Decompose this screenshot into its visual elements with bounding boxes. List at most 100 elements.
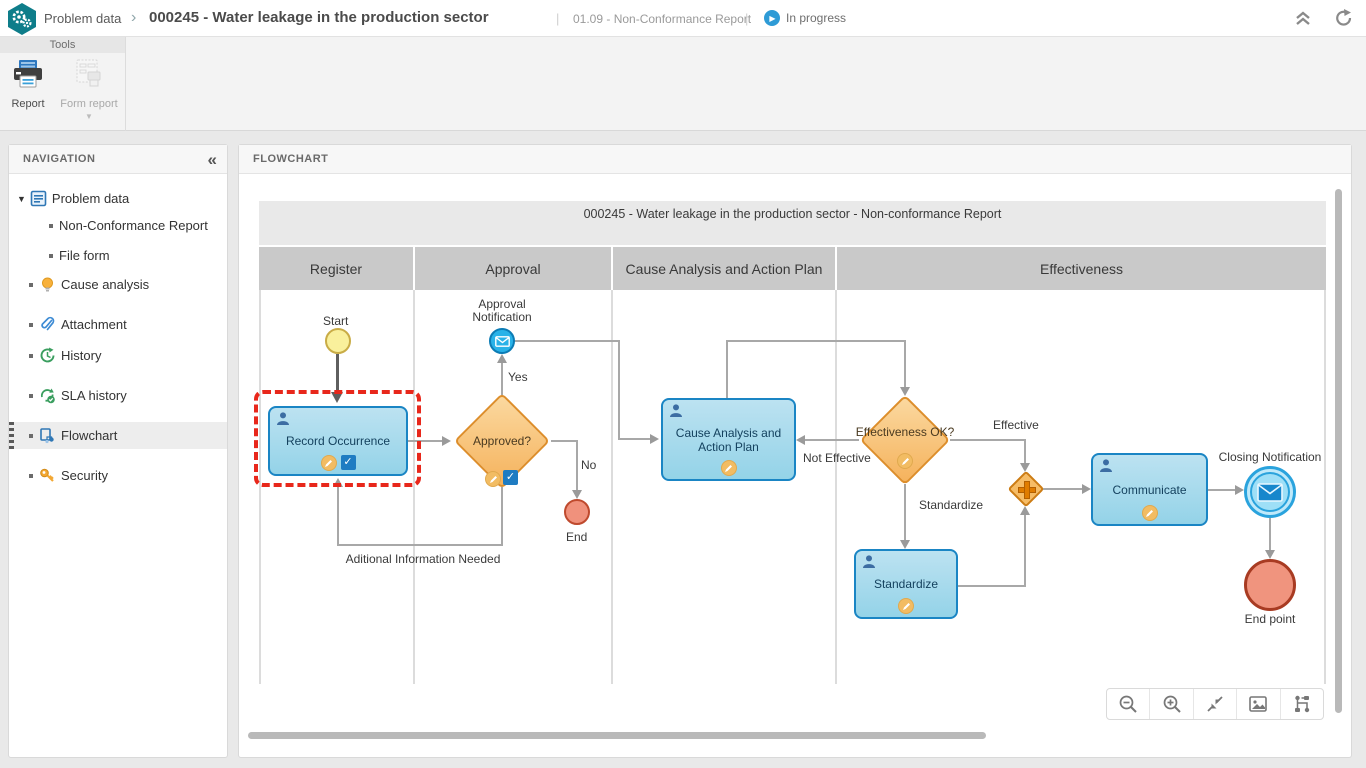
flowchart-panel: FLOWCHART 000245 - Water leakage in the …	[238, 144, 1352, 758]
arrowhead	[1082, 484, 1091, 494]
effective-label: Effective	[993, 418, 1039, 432]
lane-divider	[611, 290, 613, 684]
nav-collapse-icon[interactable]: «	[207, 150, 218, 169]
task-label: Communicate	[1112, 482, 1187, 497]
process-label: 01.09 - Non-Conformance Report	[573, 12, 752, 26]
zoom-in-icon[interactable]	[1150, 689, 1194, 719]
sidebar-item-attachment[interactable]: Attachment	[9, 311, 227, 338]
lane-divider	[259, 290, 261, 684]
image-export-icon[interactable]	[1237, 689, 1281, 719]
task-label: Cause Analysis and Action Plan	[675, 425, 782, 454]
lane-divider	[413, 290, 415, 684]
diagram-title: 000245 - Water leakage in the production…	[259, 201, 1326, 245]
edge-approved-end	[576, 440, 578, 492]
sidebar-item-non-conformance-report[interactable]: Non-Conformance Report	[9, 212, 227, 239]
lane-register: Register	[259, 247, 413, 290]
breadcrumb-app[interactable]: Problem data	[44, 11, 122, 26]
navigation-title: NAVIGATION	[23, 153, 96, 165]
refresh-icon[interactable]	[1334, 8, 1354, 33]
arrowhead	[497, 354, 507, 363]
sidebar-item-flowchart[interactable]: Flowchart	[9, 422, 227, 449]
edge-not-effective	[805, 439, 859, 441]
sidebar-item-history[interactable]: History	[9, 342, 227, 369]
task-cause-analysis: Cause Analysis and Action Plan	[661, 398, 796, 481]
flowchart-icon	[39, 427, 56, 444]
edge-standardize-gateway	[1024, 515, 1026, 586]
sidebar-item-file-form[interactable]: File form	[9, 242, 227, 269]
task-label: Record Occurrence	[285, 434, 391, 448]
sidebar-item-label: History	[61, 348, 102, 363]
separator: |	[745, 11, 749, 26]
additional-info-label: Aditional Information Needed	[345, 552, 501, 566]
form-report-button[interactable]: Form report ▼	[58, 59, 120, 121]
ribbon: Tools Report	[0, 37, 1366, 131]
edge-communicate-closing	[1208, 489, 1236, 491]
arrowhead	[333, 478, 343, 487]
arrowhead	[650, 434, 659, 444]
page-title: 000245 - Water leakage in the production…	[149, 9, 489, 26]
sla-recycle-check-icon	[39, 387, 56, 404]
lightbulb-icon	[39, 276, 56, 293]
flowchart-panel-title: FLOWCHART	[253, 153, 329, 165]
arrowhead	[900, 540, 910, 549]
sidebar-item-problem-data[interactable]: ▼ Problem data	[9, 185, 227, 212]
app-logo-icon	[6, 2, 38, 41]
status-play-icon: ▶	[764, 10, 780, 26]
expand-caret-icon[interactable]: ▼	[17, 193, 26, 204]
ribbon-tab-tools[interactable]: Tools	[0, 37, 125, 53]
yes-label: Yes	[508, 370, 528, 384]
form-note-icon	[898, 598, 914, 614]
sidebar-item-security[interactable]: Security	[9, 462, 227, 489]
sidebar-item-cause-analysis[interactable]: Cause analysis	[9, 271, 227, 298]
fit-screen-icon[interactable]	[1194, 689, 1238, 719]
vertical-scrollbar[interactable]	[1335, 189, 1342, 713]
approval-notification-label: Approval Notification	[472, 297, 532, 324]
form-report-caret-icon: ▼	[85, 112, 93, 121]
arrowhead	[442, 436, 451, 446]
approval-notification-event	[489, 328, 515, 354]
arrowhead	[331, 392, 343, 403]
bullet-icon	[29, 433, 33, 438]
edge-effective	[950, 439, 1026, 441]
not-effective-label: Not Effective	[803, 451, 871, 465]
status-badge: ▶ In progress	[764, 10, 846, 26]
arrowhead	[1020, 463, 1030, 472]
envelope-icon	[494, 335, 510, 347]
standardize-edge-label: Standardize	[919, 498, 984, 512]
bpmn-diagram: 000245 - Water leakage in the production…	[254, 201, 1326, 684]
edge-notification-cause	[514, 340, 620, 342]
navigation-header: NAVIGATION «	[9, 145, 227, 174]
arrowhead	[1235, 485, 1244, 495]
task-record-occurrence: Record Occurrence ✓	[268, 406, 408, 476]
sidebar-item-label: Security	[61, 468, 108, 483]
edge-notification-cause	[618, 340, 620, 440]
person-icon	[862, 555, 876, 571]
person-icon	[1099, 459, 1113, 475]
diagram-settings-icon[interactable]	[1281, 689, 1323, 719]
form-note-icon	[897, 453, 913, 469]
edge-cause-effectiveness	[726, 340, 728, 398]
diamond-shape	[859, 394, 951, 486]
edge-record-approved	[408, 440, 444, 442]
report-button-label: Report	[11, 98, 45, 110]
ribbon-group-tools: Tools Report	[0, 37, 126, 131]
report-button[interactable]: Report	[2, 59, 54, 110]
status-text: In progress	[786, 11, 847, 25]
paperclip-icon	[39, 316, 56, 333]
zoom-out-icon[interactable]	[1107, 689, 1151, 719]
arrowhead	[572, 490, 582, 499]
bullet-icon	[29, 353, 33, 358]
key-icon	[39, 467, 56, 484]
form-report-icon	[72, 59, 106, 93]
edge-effective	[1024, 439, 1026, 465]
collapse-up-icon[interactable]	[1294, 8, 1312, 33]
document-icon	[30, 190, 47, 207]
sidebar-item-sla-history[interactable]: SLA history	[9, 382, 227, 409]
bullet-icon	[29, 473, 33, 478]
horizontal-scrollbar[interactable]	[248, 732, 986, 739]
closing-notification-label: Closing Notification	[1218, 450, 1322, 464]
event-inner-ring	[1250, 472, 1290, 512]
bullet-icon	[29, 393, 33, 398]
arrowhead	[1265, 550, 1275, 559]
end-label: End	[566, 530, 588, 544]
